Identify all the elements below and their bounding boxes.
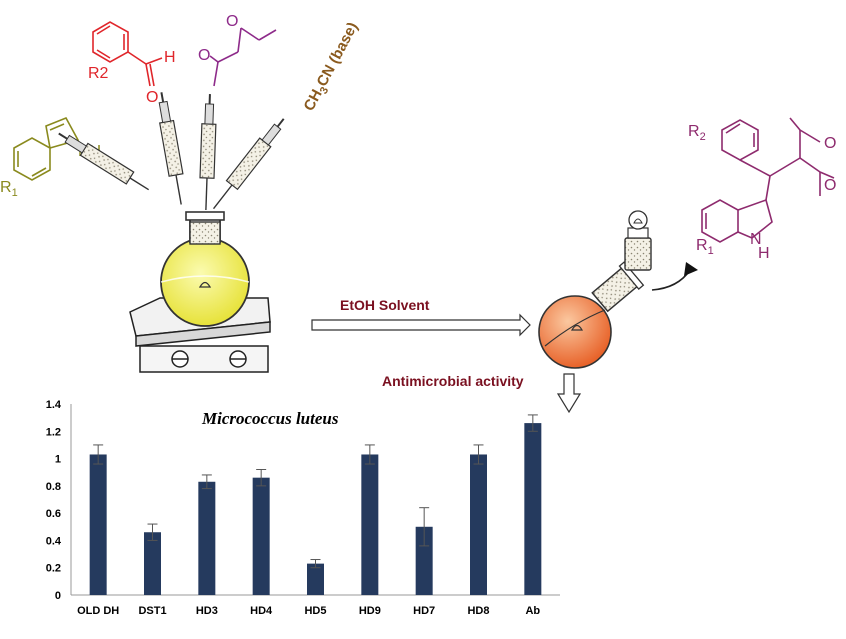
x-tick-label: HD8 [467, 605, 489, 617]
x-tick-label: HD9 [359, 605, 381, 617]
x-tick-label: Ab [525, 605, 540, 617]
aldehyde-h-label: H [164, 49, 176, 66]
y-tick-label: 1.4 [46, 399, 62, 411]
product-h-label: H [758, 245, 770, 262]
y-tick-label: 0.2 [46, 563, 61, 575]
aldehyde-o-label: O [146, 89, 158, 106]
y-tick-label: 0.8 [46, 481, 61, 493]
error-bar-hd4 [256, 468, 267, 487]
error-bar-hd8 [473, 444, 484, 465]
diketone-o1-label: O [226, 13, 238, 30]
x-tick-label: HD5 [304, 605, 326, 617]
solvent-label: CH3CN (base) [301, 20, 365, 116]
curved-arrow [651, 262, 698, 291]
product-flask [538, 261, 645, 369]
product-n-label: N [750, 231, 762, 248]
error-bar-hd9 [364, 444, 375, 465]
product-r2-label: R2 [688, 123, 706, 143]
bar-hd8 [470, 454, 487, 595]
reaction-flask [160, 211, 250, 327]
y-tick-label: 0.6 [46, 508, 61, 520]
product-r1-label: R1 [696, 237, 714, 257]
product-o2-label: O [824, 177, 836, 194]
stopper-icon [624, 210, 652, 271]
error-bar-ab [527, 414, 538, 432]
reaction-condition-label: EtOH Solvent [340, 297, 430, 313]
bar-chart: Micrococcus luteus 00.20.40.60.811.21.4 … [46, 399, 560, 617]
indole-structure [13, 116, 80, 181]
down-arrow [556, 373, 582, 414]
bar-old-dh [89, 454, 107, 595]
screening-label: Antimicrobial activity [382, 373, 524, 389]
syringe-1 [58, 132, 150, 191]
x-tick-label: DST1 [138, 605, 166, 617]
benzaldehyde-structure [92, 21, 163, 87]
bar-hd4 [252, 477, 270, 595]
error-bar-dst1 [147, 523, 158, 541]
error-bar-hd5 [310, 559, 321, 569]
aldehyde-r2-label: R2 [88, 65, 109, 82]
x-tick-label: HD3 [196, 605, 218, 617]
y-tick-label: 0.4 [46, 535, 62, 547]
product-o1-label: O [824, 135, 836, 152]
x-tick-label: OLD DH [77, 605, 119, 617]
hot-plate [129, 297, 271, 373]
bar-ab [524, 423, 542, 595]
bar-hd5 [307, 563, 324, 595]
product-structure [701, 117, 835, 243]
bar-dst1 [144, 532, 161, 595]
error-bar-hd3 [201, 474, 212, 490]
diketone-o2-label: O [198, 47, 210, 64]
x-tick-label: HD7 [413, 605, 435, 617]
error-bar-hd7 [419, 507, 430, 547]
indole-r1-label: R1 [0, 179, 18, 199]
chart-title: Micrococcus luteus [201, 409, 339, 428]
bar-hd7 [415, 526, 433, 595]
bar-hd9 [361, 454, 379, 595]
acetylacetone-structure [209, 27, 277, 87]
x-tick-label: HD4 [250, 605, 273, 617]
y-tick-label: 0 [55, 590, 61, 602]
reaction-arrow [311, 313, 531, 337]
syringe-4 [212, 118, 285, 210]
bar-hd3 [198, 481, 216, 595]
syringe-2 [158, 92, 184, 205]
error-bar-old-dh [93, 444, 104, 465]
y-tick-label: 1.2 [46, 426, 61, 438]
syringe-3 [199, 94, 217, 211]
y-tick-label: 1 [55, 454, 61, 466]
